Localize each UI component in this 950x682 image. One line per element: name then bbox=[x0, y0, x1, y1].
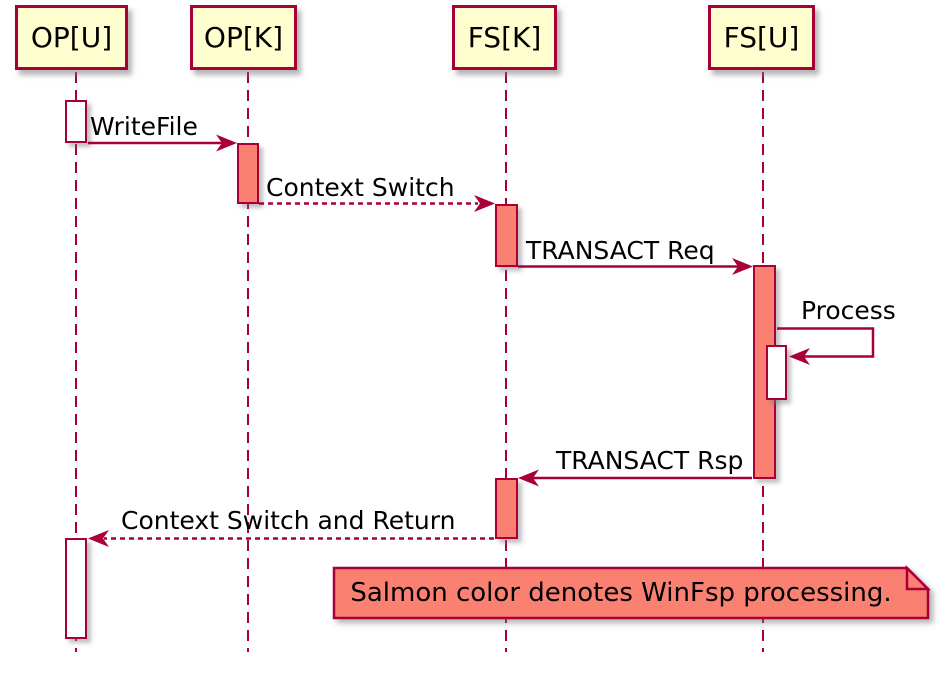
message-writefile-label: WriteFile bbox=[90, 112, 198, 141]
participant-box-fs-u: FS[U] bbox=[708, 5, 815, 70]
participant-label-fs-u: FS[U] bbox=[723, 21, 800, 54]
activation-op-u-1 bbox=[65, 100, 87, 143]
activation-op-k bbox=[237, 143, 259, 204]
activation-fs-k-2 bbox=[495, 478, 518, 539]
participant-box-op-u: OP[U] bbox=[15, 5, 128, 70]
message-process-label: Process bbox=[801, 296, 896, 325]
participant-box-fs-k: FS[K] bbox=[452, 5, 557, 70]
participant-box-op-k: OP[K] bbox=[190, 5, 297, 70]
activation-fs-u-nested bbox=[766, 345, 787, 400]
note-fold-icon bbox=[905, 564, 932, 591]
participant-label-op-k: OP[K] bbox=[203, 21, 284, 54]
participant-label-op-u: OP[U] bbox=[30, 21, 113, 54]
message-process-self-arrow bbox=[777, 327, 875, 365]
note-text: Salmon color denotes WinFsp processing. bbox=[350, 578, 892, 608]
message-transact-rsp-label: TRANSACT Rsp bbox=[556, 446, 744, 475]
message-context-switch-return-label: Context Switch and Return bbox=[121, 506, 456, 535]
activation-fs-k-1 bbox=[495, 204, 518, 267]
message-transact-req-label: TRANSACT Req bbox=[526, 236, 715, 265]
activation-op-u-2 bbox=[65, 538, 87, 639]
participant-label-fs-k: FS[K] bbox=[467, 21, 542, 54]
message-context-switch-label: Context Switch bbox=[266, 173, 455, 202]
